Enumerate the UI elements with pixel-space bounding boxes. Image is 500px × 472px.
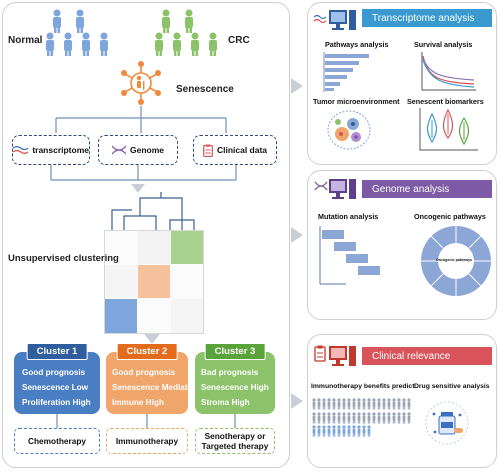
drug-bottle-icon [425, 401, 469, 445]
transcriptome-box: transcriptome [12, 135, 90, 165]
normal-people-icon [46, 9, 108, 56]
right-arrow-3 [291, 393, 303, 409]
cluster-2-title: Cluster 2 [116, 343, 178, 360]
data-tree-connector [55, 106, 227, 133]
computer-dna-icon [314, 179, 356, 199]
immunotherapy-box: Immunotherapy [106, 428, 188, 454]
genome-box: Genome [98, 135, 178, 165]
senescent-biomarkers-label: Senescent biomarkers [407, 97, 484, 106]
survival-curve [421, 52, 476, 91]
cluster-1-line: Proliferation High [22, 398, 91, 407]
cluster-2-line: Senescence Mediate [112, 383, 193, 392]
cluster-1-card: Cluster 1 Good prognosis Senescence Low … [14, 343, 100, 414]
genome-header: Genome analysis [362, 180, 492, 198]
crc-label: CRC [228, 35, 250, 46]
right-arrow-2 [291, 227, 303, 243]
dna-icon [111, 145, 126, 155]
dendrogram [111, 192, 195, 230]
senescence-label: Senescence [176, 84, 234, 95]
drug-sensitive-label: Drug sensitive analysis [414, 383, 490, 390]
transcriptome-header: Transcriptome analysis [362, 9, 492, 27]
crc-people-icon [155, 9, 217, 56]
pathway-bar-chart [323, 52, 369, 92]
therapy-connectors [56, 414, 236, 428]
clinical-data-box: Clinical data [193, 135, 277, 165]
cluster-2-line: Immune High [112, 398, 164, 407]
cluster-1-line: Good prognosis [22, 368, 86, 377]
cluster-3-line: Stroma High [201, 398, 250, 407]
immunotherapy-predict-label: Immunotherapy benefits predict [311, 383, 415, 390]
survival-analysis-label: Survival analysis [414, 40, 473, 49]
senotherapy-box: Senotherapy or Targeted therapy [195, 428, 275, 454]
cluster-3-title: Cluster 3 [204, 343, 266, 360]
computer-clipboard-icon [314, 345, 356, 366]
normal-label: Normal [8, 35, 43, 46]
chemotherapy-box: Chemotherapy [14, 428, 100, 454]
heatmap-block-orange [138, 265, 170, 298]
pathways-analysis-label: Pathways analysis [325, 40, 389, 49]
heatmap-cell [105, 265, 137, 298]
heatmap-cell [138, 231, 170, 264]
merge-connector [50, 165, 237, 193]
mutation-analysis-label: Mutation analysis [318, 212, 379, 221]
cluster-3-line: Senescence High [201, 383, 269, 392]
clinical-data-label: Clinical data [216, 145, 268, 155]
heatmap-cell [171, 299, 203, 333]
wave-icon [13, 146, 29, 154]
cluster-3-line: Bad prognosis [201, 368, 259, 377]
wheel-center-label: Oncogenic pathways [436, 258, 472, 262]
oncogenic-pathways-label: Oncogenic pathways [414, 212, 486, 221]
heatmap-block-blue [105, 299, 137, 333]
down-arrow-clusters [144, 334, 160, 344]
transcriptome-label: transcriptome [32, 145, 89, 155]
cluster-3-card: Cluster 3 Bad prognosis Senescence High … [195, 343, 275, 414]
clustering-label: Unsupervised clustering [8, 253, 119, 264]
mutation-waterfall [319, 226, 380, 285]
tumor-microenvironment-label: Tumor microenvironment [313, 97, 400, 106]
cluster-2-line: Good prognosis [112, 368, 176, 377]
computer-wave-icon [313, 10, 356, 30]
heatmap-block-green [171, 231, 203, 264]
patient-crowd-icon [312, 398, 411, 437]
right-arrow-1 [291, 78, 303, 94]
genome-label: Genome [129, 145, 164, 155]
clinical-header: Clinical relevance [362, 347, 492, 365]
cluster-1-title: Cluster 1 [26, 343, 88, 360]
oncogenic-pathway-wheel [421, 226, 491, 296]
biomarker-violin-plot [419, 108, 478, 151]
cluster-heatmap [104, 230, 204, 334]
clipboard-icon [203, 144, 213, 157]
microenvironment-cells [327, 110, 371, 150]
cluster-1-line: Senescence Low [22, 383, 88, 392]
cluster-2-card: Cluster 2 Good prognosis Senescence Medi… [106, 343, 192, 414]
senescence-hub-icon [121, 61, 161, 105]
